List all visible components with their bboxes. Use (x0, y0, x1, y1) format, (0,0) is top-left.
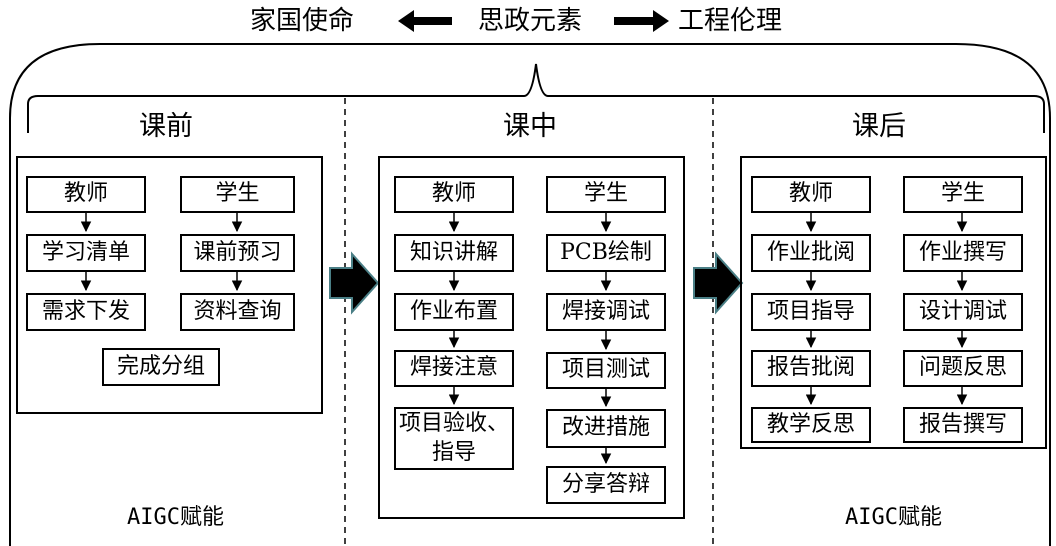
arrow-right-icon (614, 10, 669, 32)
section-arrow-2-icon (693, 251, 744, 315)
before-student-step-1: 课前预习 (180, 234, 295, 272)
during-student-step-4: 改进措施 (546, 409, 666, 448)
during-teacher-step-2: 作业布置 (394, 293, 514, 331)
after-student-label: 学生 (903, 176, 1023, 213)
after-teacher-step-1: 作业批阅 (751, 234, 871, 272)
section-arrow-1-icon (329, 251, 380, 315)
outer-frame (9, 43, 1051, 546)
before-student-step-2: 资料查询 (180, 293, 295, 331)
after-teacher-label: 教师 (751, 176, 871, 213)
top-label-right: 工程伦理 (678, 6, 783, 36)
footer-aigc-left: AIGC赋能 (127, 505, 224, 530)
during-teacher-step-4: 项目验收、 指导 (394, 407, 514, 470)
footer-aigc-right: AIGC赋能 (845, 505, 942, 530)
panel-during (378, 156, 685, 519)
before-joint-step: 完成分组 (102, 348, 220, 386)
during-student-step-2: 焊接调试 (546, 293, 666, 331)
arrow-left-icon (398, 10, 452, 32)
top-label-left: 家国使命 (250, 6, 355, 36)
during-student-step-5: 分享答辩 (546, 466, 666, 504)
after-teacher-step-4: 教学反思 (751, 407, 871, 443)
before-teacher-step-1: 学习清单 (26, 234, 146, 272)
before-teacher-step-2: 需求下发 (26, 293, 146, 331)
after-teacher-step-2: 项目指导 (751, 293, 871, 331)
during-teacher-label: 教师 (394, 176, 514, 213)
before-student-label: 学生 (180, 176, 295, 213)
panel-before (16, 156, 323, 414)
section-heading-during: 课中 (503, 111, 557, 142)
section-heading-before: 课前 (139, 111, 193, 142)
after-student-step-4: 报告撰写 (903, 407, 1023, 443)
curly-brace (27, 63, 1045, 133)
during-student-step-1: PCB绘制 (546, 234, 666, 272)
panel-after (740, 156, 1047, 449)
top-label-center: 思政元素 (478, 6, 583, 36)
after-teacher-step-3: 报告批阅 (751, 350, 871, 387)
after-student-step-1: 作业撰写 (903, 234, 1023, 272)
section-heading-after: 课后 (852, 111, 906, 142)
during-student-step-3: 项目测试 (546, 352, 666, 389)
during-teacher-step-3: 焊接注意 (394, 350, 514, 387)
during-teacher-step-1: 知识讲解 (394, 234, 514, 272)
after-student-step-3: 问题反思 (903, 350, 1023, 387)
during-student-label: 学生 (546, 176, 666, 213)
before-teacher-label: 教师 (26, 176, 146, 213)
after-student-step-2: 设计调试 (903, 293, 1023, 331)
